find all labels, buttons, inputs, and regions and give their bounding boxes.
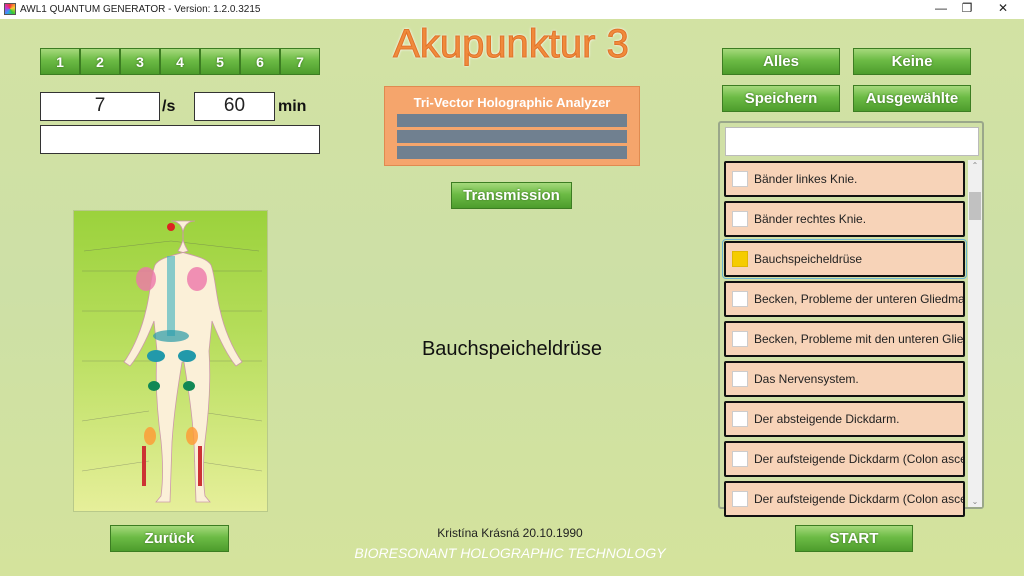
selected-point-label: Bauchspeicheldrüse (421, 338, 603, 360)
checkbox[interactable] (732, 171, 748, 187)
selected-button[interactable]: Ausgewählte (853, 85, 971, 112)
patient-name: Kristína Krásná 20.10.1990 (437, 526, 583, 540)
list-item-label: Becken, Probleme der unteren Gliedmaße (754, 292, 965, 306)
program-button-7[interactable]: 7 (280, 48, 320, 75)
page-title: Akupunktur 3 (393, 22, 630, 67)
back-button[interactable]: Zurück (110, 525, 229, 552)
duration-input[interactable]: 60 (194, 92, 275, 121)
frequency-input[interactable]: 7 (40, 92, 160, 121)
list-item-label: Das Nervensystem. (754, 372, 859, 386)
checkbox[interactable] (732, 491, 748, 507)
list-item[interactable]: Becken, Probleme mit den unteren Gliedm (724, 321, 965, 357)
program-button-2[interactable]: 2 (80, 48, 120, 75)
title-bar: AWL1 QUANTUM GENERATOR - Version: 1.2.0.… (0, 0, 1024, 19)
scroll-thumb[interactable] (969, 192, 981, 220)
list-item-label: Bauchspeicheldrüse (754, 252, 863, 266)
checkbox[interactable] (732, 291, 748, 307)
point-list-panel: Bänder linkes Knie. Bänder rechtes Knie. B… (718, 121, 984, 517)
duration-unit: min (278, 98, 307, 115)
analyzer-bar-1 (397, 114, 627, 127)
scroll-up-icon[interactable]: ⌃ (971, 161, 979, 170)
program-button-5[interactable]: 5 (200, 48, 240, 75)
analyzer-title: Tri-Vector Holographic Analyzer (413, 95, 611, 110)
program-button-6[interactable]: 6 (240, 48, 280, 75)
program-button-3[interactable]: 3 (120, 48, 160, 75)
list-item-label: Der aufsteigende Dickdarm (Colon ascend (754, 452, 965, 466)
checkbox[interactable] (732, 211, 748, 227)
minimize-button[interactable]: — (935, 1, 947, 15)
analyzer-panel: Tri-Vector Holographic Analyzer (384, 86, 640, 166)
save-button[interactable]: Speichern (722, 85, 840, 112)
checkbox[interactable] (732, 451, 748, 467)
list-item[interactable]: Der aufsteigende Dickdarm (Colon ascend (724, 441, 965, 477)
frequency-unit: /s (162, 98, 176, 115)
list-item[interactable]: Bänder rechtes Knie. (724, 201, 965, 237)
checkbox[interactable] (732, 251, 748, 267)
start-button[interactable]: START (795, 525, 913, 552)
maximize-button[interactable]: ❐ (961, 1, 973, 15)
list-item[interactable]: Der aufsteigende Dickdarm (Colon ascend (724, 481, 965, 517)
tagline: BIORESONANT HOLOGRAPHIC TECHNOLOGY (354, 545, 666, 561)
list-item-label: Der absteigende Dickdarm. (754, 412, 900, 426)
analyzer-bar-2 (397, 130, 627, 143)
program-button-4[interactable]: 4 (160, 48, 200, 75)
list-item-label: Der aufsteigende Dickdarm (Colon ascend (754, 492, 965, 506)
checkbox[interactable] (732, 331, 748, 347)
search-input[interactable] (725, 127, 979, 156)
body-figure-icon (81, 220, 263, 503)
list-item[interactable]: Becken, Probleme der unteren Gliedmaße (724, 281, 965, 317)
list-item-label: Becken, Probleme mit den unteren Gliedm (754, 332, 965, 346)
list-item[interactable]: Das Nervensystem. (724, 361, 965, 397)
select-all-button[interactable]: Alles (722, 48, 840, 75)
info-field[interactable] (40, 125, 320, 154)
transmission-button[interactable]: Transmission (451, 182, 572, 209)
list-item[interactable]: Der absteigende Dickdarm. (724, 401, 965, 437)
acupuncture-chart-image (73, 210, 268, 512)
list-item[interactable]: Bänder linkes Knie. (724, 161, 965, 197)
list-item-label: Bänder linkes Knie. (754, 172, 858, 186)
program-button-1[interactable]: 1 (40, 48, 80, 75)
checkbox[interactable] (732, 371, 748, 387)
scroll-down-icon[interactable]: ⌄ (971, 497, 979, 506)
window-title: AWL1 QUANTUM GENERATOR - Version: 1.2.0.… (20, 4, 261, 15)
close-button[interactable]: ✕ (997, 1, 1009, 15)
select-none-button[interactable]: Keine (853, 48, 971, 75)
checkbox[interactable] (732, 411, 748, 427)
list-item[interactable]: Bauchspeicheldrüse (722, 239, 967, 279)
app-icon (4, 3, 16, 15)
list-scrollbar[interactable]: ⌃ ⌄ (968, 160, 982, 507)
analyzer-bar-3 (397, 146, 627, 159)
list-item-label: Bänder rechtes Knie. (754, 212, 867, 226)
